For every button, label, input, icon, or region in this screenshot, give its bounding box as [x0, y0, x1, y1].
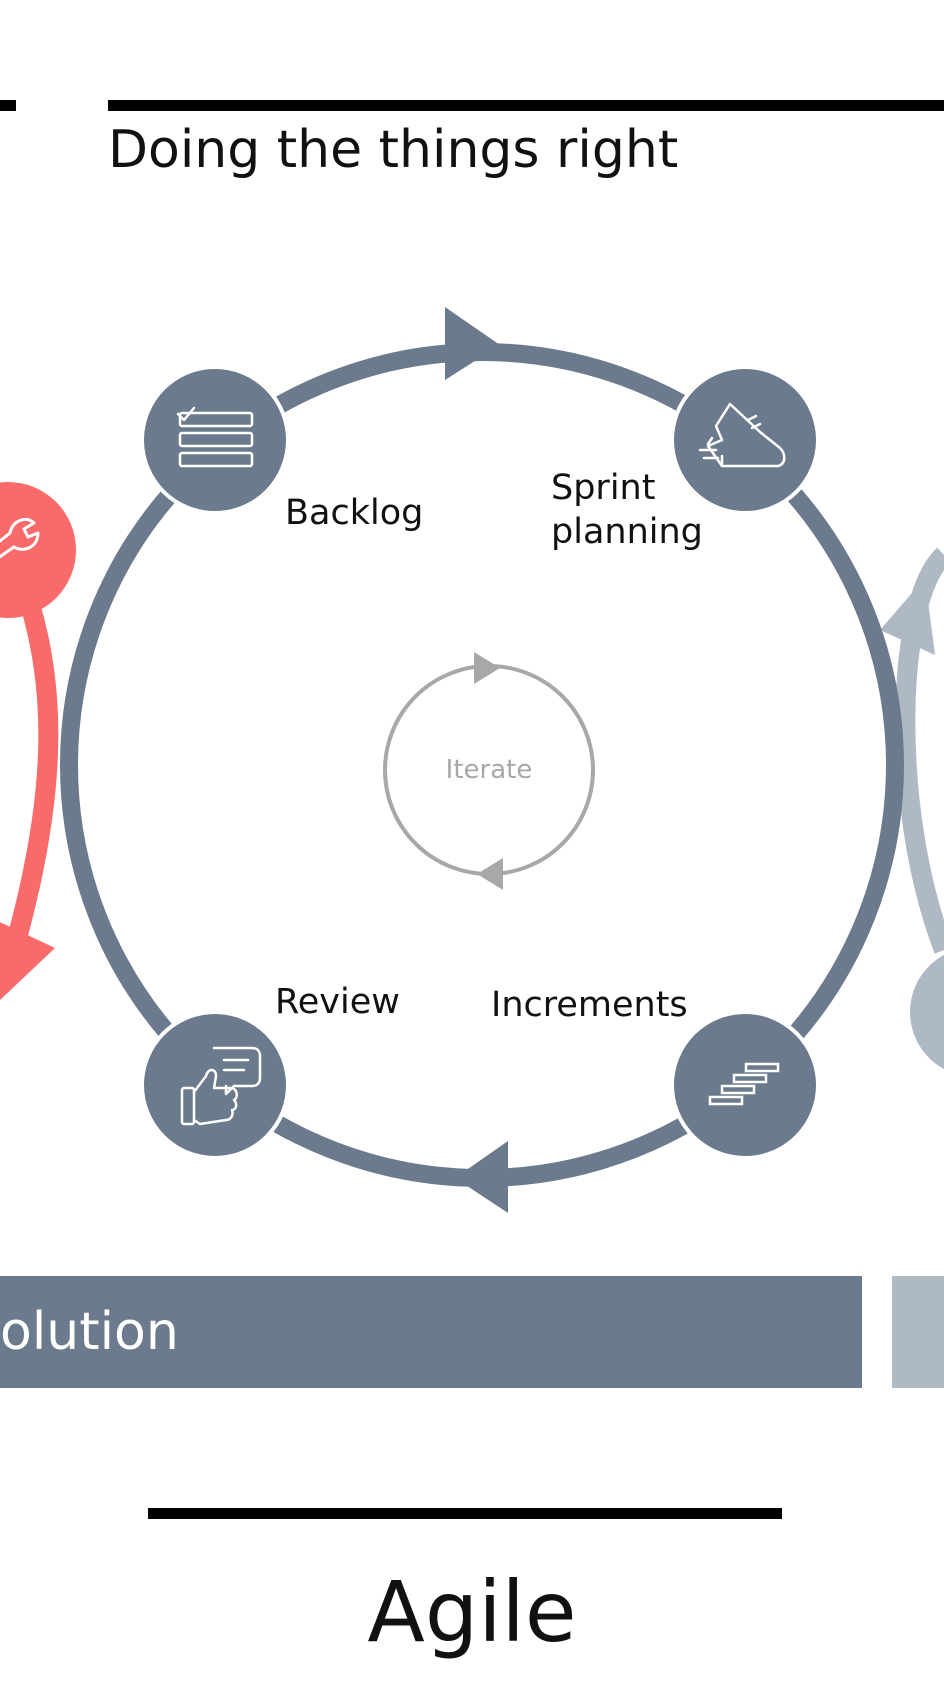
agile-cycle-diagram: Iterate	[0, 307, 944, 1213]
step-label-increments: Increments	[491, 985, 688, 1025]
bottom-arrowhead	[455, 1141, 508, 1213]
top-rule	[108, 100, 944, 111]
step-label-backlog: Backlog	[285, 493, 424, 533]
right-cycle	[880, 547, 944, 1070]
left-cycle-arrowhead	[0, 922, 55, 1000]
step-node-increments	[670, 1010, 820, 1160]
top-left-rule	[0, 100, 16, 111]
running-shoe-icon	[698, 402, 786, 468]
left-cycle	[0, 482, 76, 1000]
solution-band: olution	[0, 1276, 862, 1388]
section-title: Doing the things right	[108, 120, 679, 180]
footer-rule	[148, 1508, 782, 1519]
step-node-sprint-planning	[670, 365, 820, 515]
top-arrowhead	[445, 307, 500, 380]
iterate-top-arrowhead	[474, 652, 500, 684]
iterate-loop: Iterate	[383, 652, 595, 890]
step-label-sprint-planning: Sprint planning	[551, 468, 703, 552]
right-cycle-arrowhead	[880, 578, 935, 655]
stairs-icon	[708, 1062, 780, 1106]
step-node-backlog	[140, 365, 290, 515]
left-cycle-node	[0, 482, 76, 618]
step-label-review: Review	[275, 982, 400, 1022]
step-node-review	[140, 1010, 290, 1160]
adjacent-band	[892, 1276, 944, 1388]
thumbs-up-chat-icon	[180, 1046, 262, 1126]
checklist-icon	[176, 406, 254, 468]
wrench-icon	[0, 517, 40, 559]
right-cycle-node	[910, 954, 944, 1070]
iterate-bottom-arrowhead	[477, 858, 503, 890]
iterate-label: Iterate	[446, 755, 533, 785]
footer-title: Agile	[367, 1563, 577, 1661]
solution-band-label: olution	[0, 1302, 179, 1362]
